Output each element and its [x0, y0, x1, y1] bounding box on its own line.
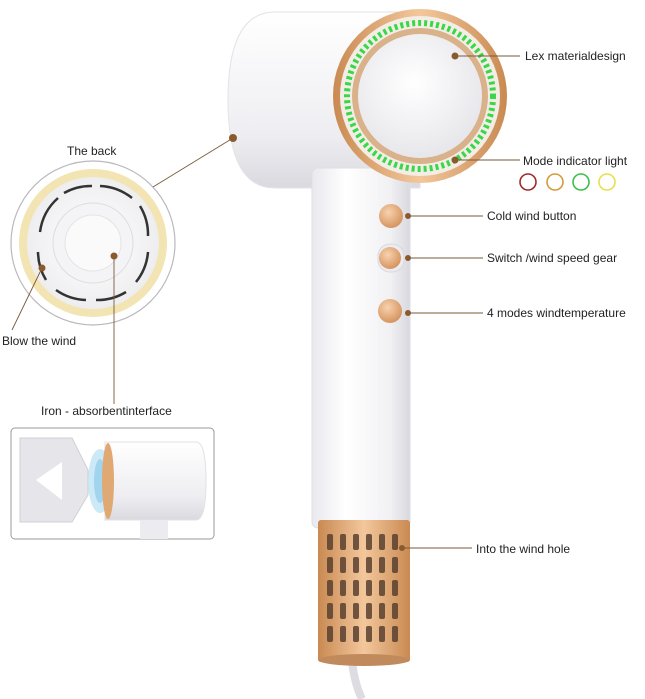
back-vent-slots [36, 184, 150, 302]
label-lex-material: Lex materialdesign [525, 49, 626, 63]
indicator-light-swatches [519, 173, 616, 191]
cold-wind-button [379, 204, 403, 228]
led-ring [344, 20, 496, 172]
indicator-swatch-green [572, 173, 590, 191]
label-cold-wind: Cold wind button [487, 209, 577, 223]
mode-temp-button [378, 299, 402, 323]
inlet-slots [327, 534, 398, 642]
front-face-plate [358, 34, 482, 158]
label-wind-hole: Into the wind hole [476, 542, 571, 556]
inset-dryer-head [104, 441, 207, 521]
indicator-swatch-yellow [598, 173, 616, 191]
indicator-swatch-red [519, 173, 537, 191]
dryer-main [227, 9, 507, 699]
power-cord [348, 661, 366, 699]
inset-photo [10, 427, 215, 540]
back-view [10, 160, 176, 326]
leader-lines [11, 55, 520, 549]
label-modes-temp: 4 modes windtemperature [487, 306, 626, 320]
indicator-swatch-orange [546, 173, 564, 191]
label-the-back: The back [67, 144, 117, 158]
label-switch-speed: Switch /wind speed gear [487, 251, 618, 265]
leader-dots [38, 52, 459, 551]
inset-handle [140, 520, 168, 539]
label-mode-indicator: Mode indicator light [523, 154, 628, 168]
label-iron-interface: Iron - absorbentinterface [41, 404, 172, 418]
label-blow-wind: Blow the wind [2, 334, 77, 348]
